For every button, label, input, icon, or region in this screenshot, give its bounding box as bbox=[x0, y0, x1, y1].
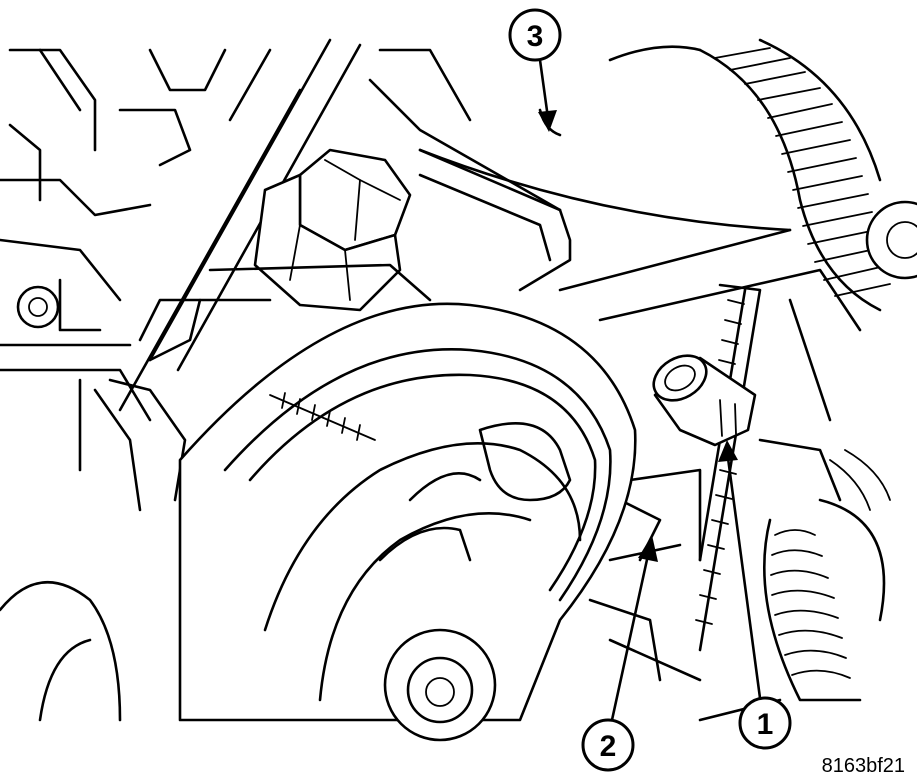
ribbed-hose-upper bbox=[698, 38, 917, 312]
ribbed-hose-lower bbox=[762, 449, 891, 702]
hex-bolt bbox=[253, 148, 412, 312]
callout-2-leader bbox=[610, 553, 650, 722]
figure-id: 8163bf21 bbox=[822, 755, 905, 777]
callout-1-leader bbox=[726, 456, 762, 700]
tensioner-bracket bbox=[118, 38, 572, 412]
callout-3: 3 bbox=[508, 8, 562, 132]
timing-cover-surface bbox=[418, 45, 862, 332]
locking-pin bbox=[652, 354, 757, 447]
callout-3-label: 3 bbox=[527, 20, 544, 53]
callout-2: 2 bbox=[581, 535, 658, 772]
callout-2-label: 2 bbox=[600, 730, 617, 763]
callout-3-leader bbox=[538, 58, 550, 120]
tensioner-arm bbox=[588, 298, 842, 722]
engine-block-left bbox=[0, 48, 227, 472]
callout-1: 1 bbox=[718, 440, 792, 750]
callout-1-label: 1 bbox=[757, 708, 774, 741]
pulley bbox=[0, 302, 637, 742]
